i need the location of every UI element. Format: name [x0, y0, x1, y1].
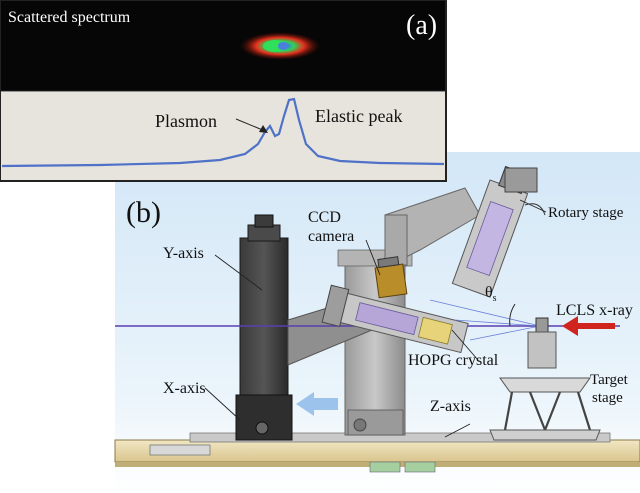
plasmon-label: Plasmon	[155, 111, 217, 131]
scattered-rays	[429, 299, 541, 341]
z-axis-label: Z-axis	[430, 398, 471, 415]
x-translation-arrow	[296, 392, 338, 416]
plasmon-pointer	[235, 118, 266, 132]
leader-lines	[204, 199, 547, 438]
ccd-camera	[374, 256, 408, 299]
lcls-incoming-arrow	[562, 316, 615, 336]
hopg-label: HOPG crystal	[408, 352, 499, 369]
x-axis-label: X-axis	[163, 380, 206, 397]
y-axis-column	[235, 214, 293, 441]
target-label-line1: Target	[590, 372, 629, 388]
optical-table	[114, 432, 640, 473]
detector-image	[1, 1, 445, 91]
panel-b-tag: (b)	[126, 196, 161, 229]
y-axis-label: Y-axis	[163, 245, 204, 262]
panel-a	[0, 0, 447, 182]
target-label-line2: stage	[592, 390, 623, 406]
theta-arc	[509, 303, 516, 327]
elastic-peak-label: Elastic peak	[315, 106, 402, 126]
panel-a-tag: (a)	[406, 10, 437, 41]
scattered-spectrum-label: Scattered spectrum	[8, 9, 131, 26]
lcls-label: LCLS x-ray	[556, 302, 633, 319]
spectrum-trace	[1, 97, 445, 168]
rotary-arm	[384, 187, 481, 266]
ccd-label-line1: CCD	[308, 209, 341, 226]
rotary-stage	[451, 165, 546, 298]
ccd-label-line2: camera	[308, 228, 354, 245]
hopg-spectrometer	[321, 284, 469, 354]
theta-label: θs	[485, 284, 497, 304]
target-stage	[489, 317, 601, 441]
rotary-stage-label: Rotary stage	[548, 205, 624, 221]
